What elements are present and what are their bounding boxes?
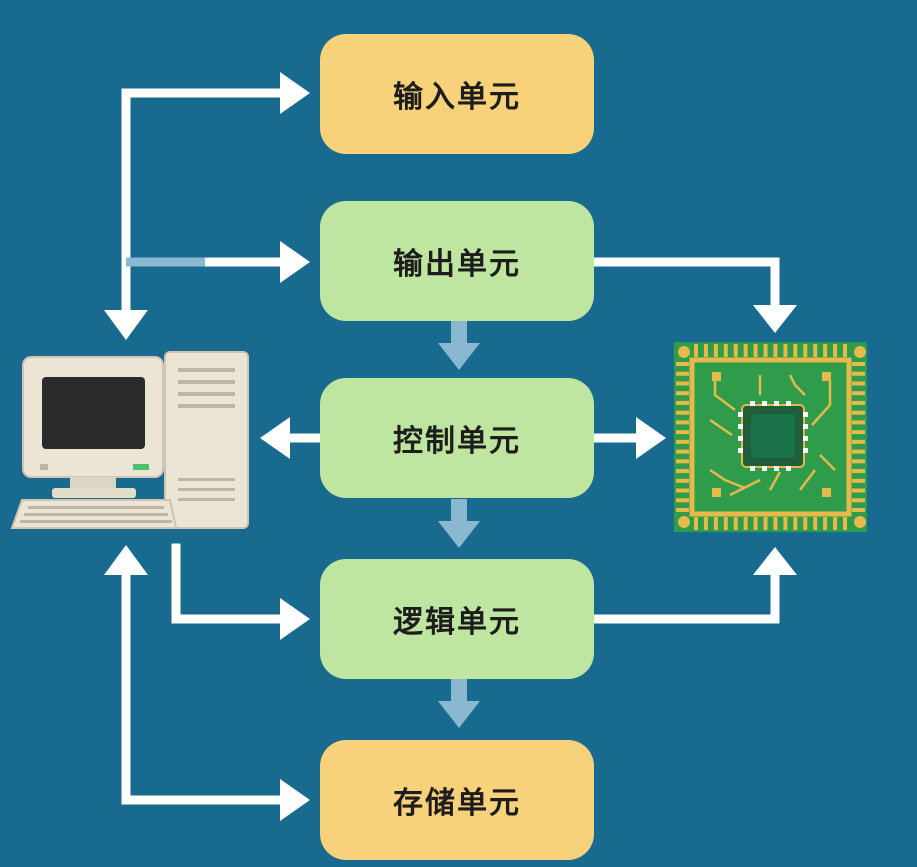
chip-pin bbox=[733, 344, 738, 357]
chip-pin bbox=[852, 430, 865, 435]
chip-pin bbox=[743, 517, 748, 530]
arrowhead-logic bbox=[280, 598, 310, 640]
chip-pin bbox=[852, 371, 865, 376]
chip-pin bbox=[763, 344, 768, 357]
connector-logic-to-chip bbox=[591, 570, 780, 624]
chip-pin bbox=[733, 517, 738, 530]
chip-pin bbox=[813, 517, 818, 530]
output-unit-box: 输出单元 bbox=[320, 201, 594, 321]
chip-pin bbox=[783, 344, 788, 357]
chip-pin bbox=[793, 344, 798, 357]
chip-pin bbox=[852, 400, 865, 405]
down-arrow-logic-storage bbox=[438, 679, 480, 728]
chip-pin bbox=[676, 449, 689, 454]
chip-pin bbox=[823, 517, 828, 530]
chip-pin bbox=[823, 344, 828, 357]
chip-pin bbox=[773, 517, 778, 530]
connector-storage-to-computer bbox=[121, 570, 290, 805]
chip-pin bbox=[753, 344, 758, 357]
chip-pin bbox=[803, 517, 808, 530]
chip-pin bbox=[852, 439, 865, 444]
chip-pin bbox=[843, 517, 847, 530]
chip-pin bbox=[753, 517, 758, 530]
chip-pin bbox=[676, 430, 689, 435]
input-unit-label: 输入单元 bbox=[393, 80, 521, 115]
chip-pin bbox=[852, 362, 865, 366]
chip-pin bbox=[676, 508, 689, 512]
chip-pin bbox=[676, 400, 689, 405]
control-unit-label: 控制单元 bbox=[393, 424, 521, 459]
desktop-computer-icon bbox=[10, 351, 249, 529]
chip-pin bbox=[676, 391, 689, 396]
chip-pin bbox=[676, 439, 689, 444]
chip-pin bbox=[743, 344, 748, 357]
chip-pin bbox=[843, 344, 847, 357]
logic-unit-box: 逻辑单元 bbox=[320, 559, 594, 679]
chip-pin bbox=[852, 498, 865, 503]
right-connectors bbox=[591, 257, 780, 624]
input-unit-box: 输入单元 bbox=[320, 34, 594, 154]
chip-pin bbox=[713, 344, 718, 357]
chip-pin bbox=[676, 478, 689, 483]
chip-pin bbox=[813, 344, 818, 357]
chip-pin bbox=[852, 391, 865, 396]
left-connectors bbox=[121, 88, 323, 805]
chip-pin bbox=[713, 517, 718, 530]
chip-pin bbox=[676, 371, 689, 376]
down-arrow-output-control bbox=[438, 321, 480, 370]
connector-output-to-chip bbox=[591, 257, 780, 310]
arrowhead-chip-middle bbox=[636, 417, 666, 459]
arrowhead-output bbox=[280, 241, 310, 283]
storage-unit-box: 存储单元 bbox=[320, 740, 594, 860]
chip-pin bbox=[833, 344, 838, 357]
control-unit-box: 控制单元 bbox=[320, 378, 594, 498]
chip-pin bbox=[763, 517, 768, 530]
arrowhead-computer-bottom bbox=[104, 545, 148, 575]
arrowhead-chip-top bbox=[753, 305, 797, 333]
chip-pin bbox=[793, 517, 798, 530]
chip-pin bbox=[723, 517, 728, 530]
chip-pin bbox=[852, 478, 865, 483]
arrowhead-storage bbox=[280, 779, 310, 821]
chip-pin bbox=[676, 381, 689, 386]
chip-pin bbox=[852, 488, 865, 493]
chip-pin bbox=[694, 344, 698, 357]
chip-pin bbox=[852, 449, 865, 454]
chip-pin bbox=[852, 420, 865, 425]
chip-pin bbox=[676, 498, 689, 503]
chip-pin bbox=[852, 508, 865, 512]
chip-pin bbox=[676, 362, 689, 366]
chip-pin bbox=[723, 344, 728, 357]
chip-pin bbox=[783, 517, 788, 530]
output-unit-label: 输出单元 bbox=[393, 247, 521, 282]
down-arrow-control-logic bbox=[438, 499, 480, 548]
chip-pin bbox=[852, 410, 865, 415]
chip-pin bbox=[703, 517, 708, 530]
chip-pin bbox=[676, 420, 689, 425]
chip-pin bbox=[703, 344, 708, 357]
logic-unit-label: 逻辑单元 bbox=[393, 605, 521, 640]
chip-pin bbox=[694, 517, 698, 530]
arrowhead-input bbox=[280, 72, 310, 114]
chip-pin bbox=[852, 469, 865, 474]
chip-pin bbox=[773, 344, 778, 357]
chip-pin bbox=[676, 488, 689, 493]
chip-pin bbox=[676, 459, 689, 464]
chip-pin bbox=[852, 381, 865, 386]
down-arrows bbox=[438, 321, 480, 728]
connector-computer-to-logic bbox=[171, 543, 290, 624]
arrowhead-computer-top bbox=[104, 310, 148, 340]
storage-unit-label: 存储单元 bbox=[393, 786, 521, 821]
chip-pin bbox=[803, 344, 808, 357]
arrowhead-control-left bbox=[260, 417, 290, 459]
arrowhead-chip-bottom bbox=[753, 547, 797, 575]
chip-pin bbox=[676, 410, 689, 415]
chip-pin bbox=[833, 517, 838, 530]
chip-pin bbox=[676, 469, 689, 474]
chip-pin bbox=[852, 459, 865, 464]
microchip-icon bbox=[674, 342, 867, 532]
right-arrowheads bbox=[636, 305, 797, 575]
white-arrowheads bbox=[104, 72, 310, 821]
